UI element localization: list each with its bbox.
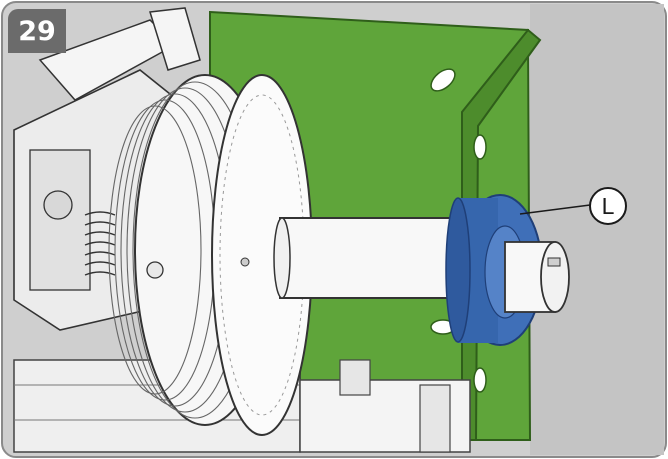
step-number-badge: 29 xyxy=(8,9,66,53)
callout-leader-line xyxy=(519,204,591,215)
cable-drum xyxy=(108,74,313,436)
background-wall xyxy=(530,4,664,455)
callout-label-l: L xyxy=(589,187,627,225)
shaft-end xyxy=(504,241,570,313)
